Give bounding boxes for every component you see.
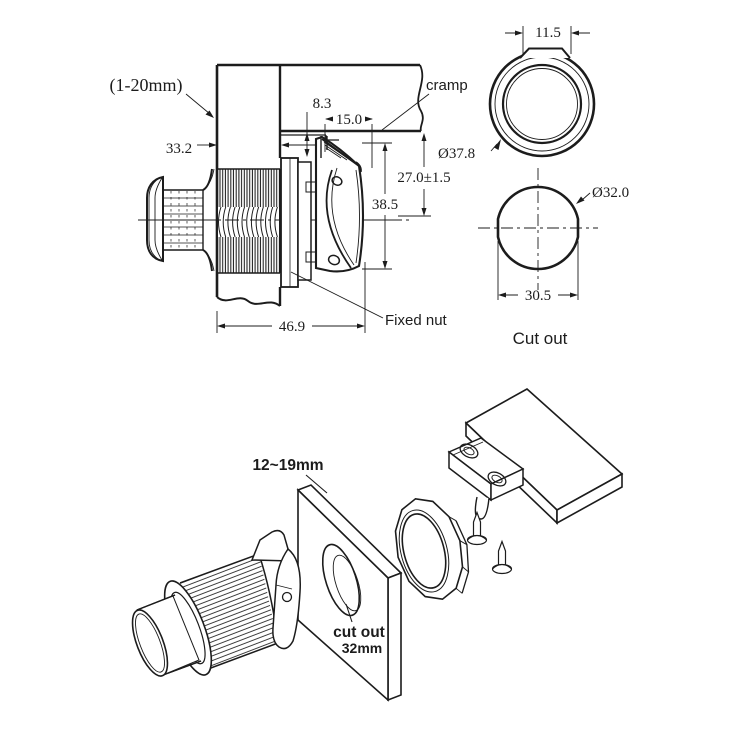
bracket-hole-1 <box>459 443 479 459</box>
latch-hole <box>281 591 293 603</box>
dim-panel-thickness-range: (1-20mm) <box>110 75 214 118</box>
dim-clamp-range: 27.0±1.5 <box>397 133 451 217</box>
lock-button <box>131 594 202 677</box>
label-cutout-size: cut out 32mm <box>333 603 385 656</box>
button-stem <box>163 189 203 251</box>
panel-hole <box>321 543 361 617</box>
dim-text: 8.3 <box>313 96 332 112</box>
dim-text: Ø37.8 <box>438 146 475 162</box>
cutout-centerlines <box>478 168 598 290</box>
dim-latch-top: 15.0 <box>324 112 373 168</box>
body-cap <box>297 161 319 281</box>
exploded-view: 12~19mm cut out 32mm <box>131 388 624 702</box>
bracket-screw-2 <box>491 539 513 575</box>
dim-text: (1-20mm) <box>110 75 183 96</box>
side-section-view: (1-20mm) 33.2 8.3 15.0 <box>110 63 468 335</box>
latch-fan <box>320 136 362 173</box>
label-text: Fixed nut <box>385 312 448 329</box>
dim-width-across-flats: 30.5 <box>497 241 579 304</box>
cutout-shape <box>496 185 580 271</box>
lock-face-inner-ring <box>501 63 583 145</box>
dim-gap: 8.3 <box>304 96 332 157</box>
dim-text: 30.5 <box>525 288 551 304</box>
cutout-view: Ø32.0 30.5 Cut out <box>478 168 629 348</box>
dim-text: 27.0±1.5 <box>397 170 450 186</box>
latch-hole-bottom <box>327 254 341 266</box>
label-text: cut out <box>333 624 385 641</box>
label-cramp: cramp <box>381 77 468 131</box>
label-size-text: 32mm <box>342 640 382 656</box>
lock-face-outer-ring <box>488 50 596 158</box>
label-panel-thickness: 12~19mm <box>252 457 328 494</box>
bracket-hole-2 <box>487 471 507 487</box>
push-button <box>146 175 164 263</box>
dim-tab-width: 11.5 <box>505 25 590 54</box>
dim-text: 15.0 <box>336 112 362 128</box>
exploded-panel <box>296 484 403 702</box>
exploded-lock-cylinder <box>131 529 301 677</box>
dim-face-outer-diameter: Ø37.8 <box>438 139 501 162</box>
dim-total-length: 46.9 <box>216 262 366 335</box>
lock-latch <box>250 529 301 650</box>
bracket-foot <box>474 496 490 520</box>
exploded-lock-nut <box>394 497 470 601</box>
cam-latch <box>314 135 365 273</box>
dim-text: 38.5 <box>372 197 398 213</box>
cramp-plate <box>280 64 424 141</box>
dim-body-length: 33.2 <box>166 141 315 157</box>
latch-hole-top <box>331 176 343 186</box>
face-view: 11.5 Ø37.8 <box>438 25 596 162</box>
dim-latch-height: 38.5 <box>362 142 398 270</box>
cutout-caption: Cut out <box>513 329 568 348</box>
dim-text: 33.2 <box>166 141 192 157</box>
label-text: 12~19mm <box>252 457 323 474</box>
bracket-screw-1 <box>466 510 488 546</box>
dim-text: 11.5 <box>535 25 561 41</box>
dim-text: 46.9 <box>279 319 305 335</box>
fixed-nut <box>280 157 299 288</box>
label-text: cramp <box>426 77 468 94</box>
label-fixed-nut: Fixed nut <box>290 271 448 329</box>
mounting-bracket <box>447 437 525 520</box>
dim-text: Ø32.0 <box>592 185 629 201</box>
threaded-body <box>150 168 400 274</box>
lock-face-tab <box>519 47 571 59</box>
dim-cutout-diameter: Ø32.0 <box>576 185 629 204</box>
